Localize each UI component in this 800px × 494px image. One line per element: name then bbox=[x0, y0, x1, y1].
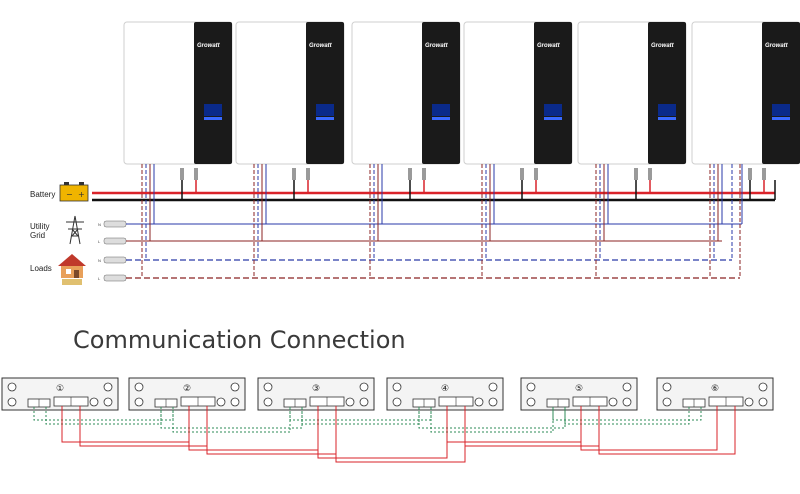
terminal bbox=[306, 168, 310, 180]
loads-label: Loads bbox=[30, 264, 52, 273]
inverter-6: Growatt bbox=[691, 21, 800, 180]
utility-grid-legend: Utility Grid bbox=[30, 215, 84, 245]
inverters-row: Growatt Growatt Growatt Growatt Growatt Growa… bbox=[123, 21, 800, 180]
terminal bbox=[194, 168, 198, 180]
display-screen bbox=[772, 104, 790, 116]
brand-logo: Growatt bbox=[197, 43, 221, 49]
port-number: ③ bbox=[312, 384, 320, 394]
communication-wires bbox=[33, 406, 736, 463]
comm-board-1: ① bbox=[1, 377, 119, 411]
svg-text:−: − bbox=[66, 190, 73, 199]
svg-text:+: + bbox=[78, 190, 85, 199]
battery-label: Battery bbox=[30, 190, 55, 199]
battery-legend: Battery − + bbox=[30, 182, 89, 202]
brand-logo: Growatt bbox=[537, 43, 561, 49]
comm-board-4: ④ bbox=[386, 377, 504, 411]
display-screen bbox=[204, 104, 222, 116]
terminal bbox=[762, 168, 766, 180]
terminal bbox=[292, 168, 296, 180]
svg-text:N: N bbox=[98, 258, 101, 263]
inverter-drop-wires bbox=[141, 164, 776, 278]
grid-n-connector: N bbox=[98, 220, 127, 228]
inverter-3: Growatt bbox=[351, 21, 461, 180]
communication-boards: ① ② ③ ④ ⑤ ⑥ bbox=[1, 377, 774, 411]
inverter-1: Growatt bbox=[123, 21, 233, 180]
port-number: ② bbox=[183, 384, 191, 394]
load-n-connector: N bbox=[98, 256, 127, 264]
comm-board-6: ⑥ bbox=[656, 377, 774, 411]
load-l-connector: L bbox=[98, 274, 127, 282]
display-screen bbox=[316, 104, 334, 116]
port-number: ① bbox=[56, 384, 64, 394]
display-screen bbox=[544, 104, 562, 116]
house-icon bbox=[58, 254, 86, 285]
display-screen bbox=[432, 104, 450, 116]
brand-logo: Growatt bbox=[765, 43, 789, 49]
loads-legend: Loads bbox=[30, 254, 86, 285]
terminal bbox=[520, 168, 524, 180]
terminal bbox=[180, 168, 184, 180]
port-number: ⑤ bbox=[575, 384, 583, 394]
terminal bbox=[648, 168, 652, 180]
port-number: ④ bbox=[441, 384, 449, 394]
comm-board-2: ② bbox=[128, 377, 246, 411]
inverter-4: Growatt bbox=[463, 21, 573, 180]
brand-logo: Growatt bbox=[651, 43, 675, 49]
port-number: ⑥ bbox=[711, 384, 719, 394]
svg-text:N: N bbox=[98, 222, 101, 227]
svg-text:L: L bbox=[98, 239, 101, 244]
terminal bbox=[534, 168, 538, 180]
brand-logo: Growatt bbox=[309, 43, 333, 49]
power-tower-icon bbox=[66, 215, 84, 245]
terminal bbox=[748, 168, 752, 180]
terminal bbox=[634, 168, 638, 180]
communication-title: Communication Connection bbox=[73, 326, 406, 354]
grid-label: Grid bbox=[30, 231, 45, 240]
svg-text:L: L bbox=[98, 276, 101, 281]
display-screen bbox=[658, 104, 676, 116]
inverter-5: Growatt bbox=[577, 21, 687, 180]
inverter-2: Growatt bbox=[235, 21, 345, 180]
battery-icon: − + bbox=[59, 182, 89, 202]
brand-logo: Growatt bbox=[425, 43, 449, 49]
terminal bbox=[422, 168, 426, 180]
utility-label: Utility bbox=[30, 222, 50, 231]
terminal bbox=[408, 168, 412, 180]
comm-board-3: ③ bbox=[257, 377, 375, 411]
comm-board-5: ⑤ bbox=[520, 377, 638, 411]
grid-l-connector: L bbox=[98, 237, 127, 245]
bus-lines bbox=[92, 191, 775, 279]
